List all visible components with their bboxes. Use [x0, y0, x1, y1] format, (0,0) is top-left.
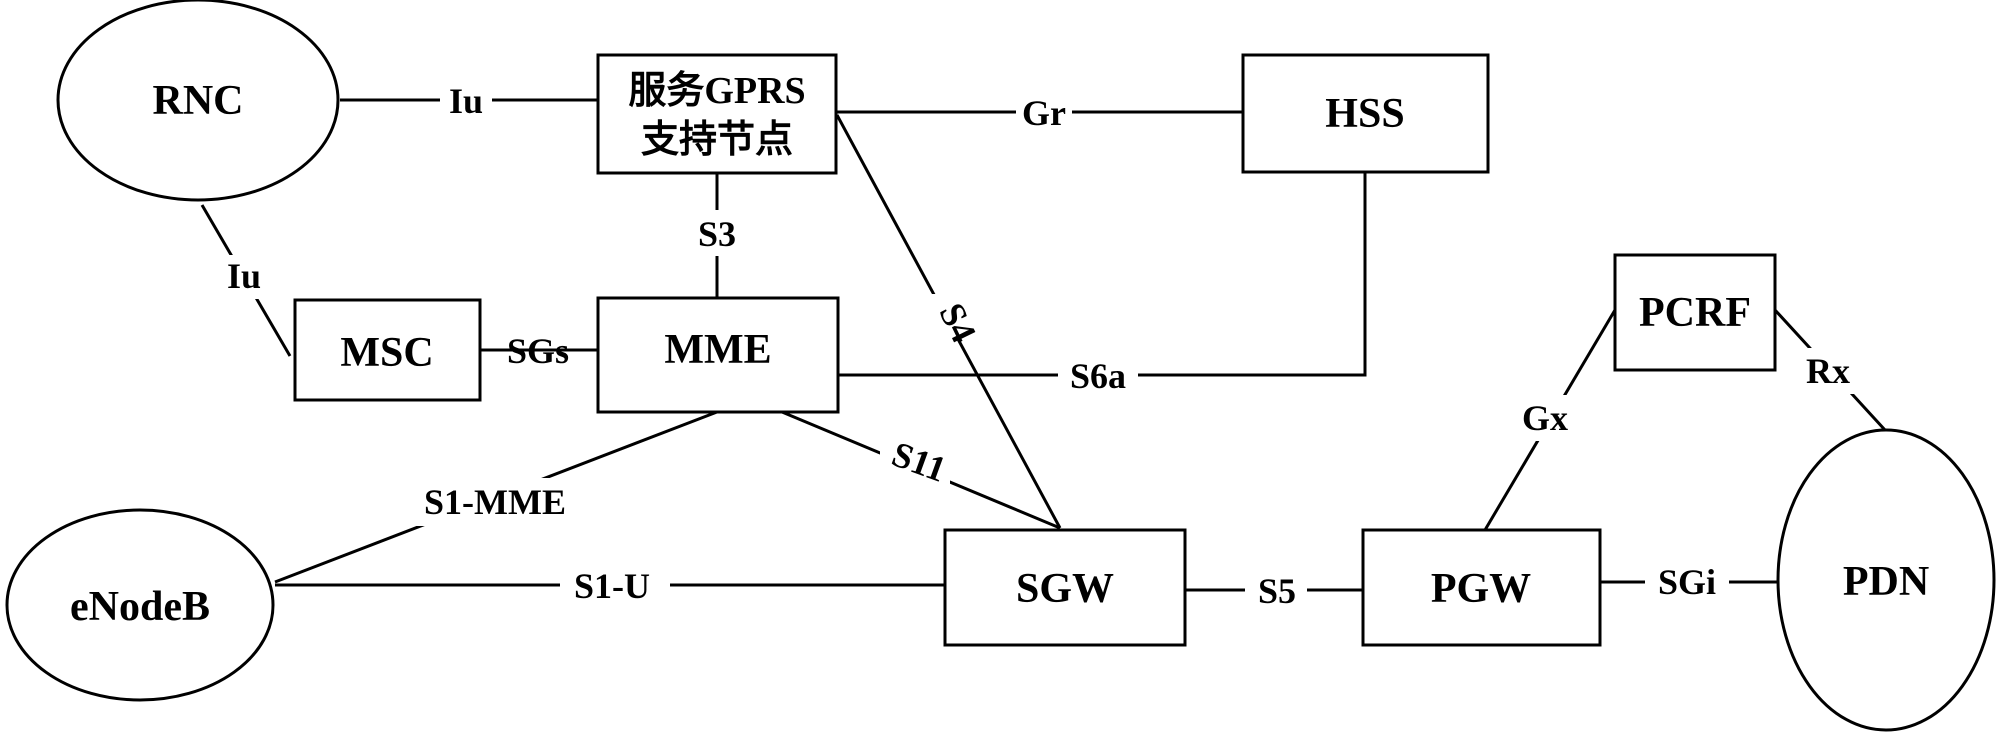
svg-text:S3: S3 — [698, 214, 736, 254]
iface-s1-u: S1-U — [560, 563, 670, 609]
svg-text:服务GPRS: 服务GPRS — [628, 70, 805, 112]
msc-node: MSC — [295, 300, 480, 400]
iface-s11: S11 — [880, 434, 951, 490]
svg-text:RNC: RNC — [153, 78, 244, 124]
svg-text:MME: MME — [664, 327, 771, 373]
svg-text:SGs: SGs — [507, 331, 569, 371]
svg-text:SGW: SGW — [1016, 566, 1114, 612]
svg-text:S6a: S6a — [1070, 356, 1126, 396]
svg-text:SGi: SGi — [1658, 562, 1716, 602]
svg-text:Iu: Iu — [227, 256, 261, 296]
sgw-node: SGW — [945, 530, 1185, 645]
svg-text:Iu: Iu — [449, 81, 483, 121]
link-mme-hss-s6a — [838, 172, 1365, 375]
iface-s4: S4 — [920, 294, 984, 349]
iface-rx: Rx — [1800, 348, 1856, 394]
iface-gr: Gr — [1016, 90, 1072, 134]
pdn-node: PDN — [1778, 430, 1994, 730]
pcrf-node: PCRF — [1615, 255, 1775, 370]
svg-text:eNodeB: eNodeB — [70, 584, 210, 630]
svg-text:S1-U: S1-U — [574, 566, 650, 606]
rnc-node: RNC — [58, 0, 338, 200]
svg-text:PDN: PDN — [1843, 559, 1929, 605]
iface-s3: S3 — [688, 210, 748, 256]
iface-s6a: S6a — [1058, 352, 1138, 398]
iface-sgs: SGs — [507, 331, 569, 371]
sgsn-node: 服务GPRS 支持节点 — [598, 55, 836, 173]
iface-s5: S5 — [1245, 568, 1307, 614]
iface-sgi: SGi — [1645, 560, 1729, 606]
svg-text:Gx: Gx — [1522, 398, 1568, 438]
iface-iu-rnc-sgsn: Iu — [440, 78, 492, 122]
svg-text:Rx: Rx — [1806, 351, 1850, 391]
mme-node: MME — [598, 298, 838, 412]
iface-iu-rnc-msc: Iu — [220, 255, 272, 299]
enodeb-node: eNodeB — [7, 510, 273, 700]
svg-text:支持节点: 支持节点 — [641, 119, 793, 161]
svg-text:HSS: HSS — [1325, 91, 1404, 137]
svg-text:PCRF: PCRF — [1639, 290, 1751, 336]
svg-text:MSC: MSC — [340, 330, 433, 376]
svg-text:S5: S5 — [1258, 571, 1296, 611]
svg-text:PGW: PGW — [1431, 566, 1531, 612]
svg-text:S1-MME: S1-MME — [424, 482, 566, 522]
pgw-node: PGW — [1363, 530, 1600, 645]
iface-s1-mme: S1-MME — [412, 478, 577, 526]
hss-node: HSS — [1243, 55, 1488, 172]
svg-text:Gr: Gr — [1022, 93, 1066, 133]
iface-gx: Gx — [1515, 395, 1575, 441]
